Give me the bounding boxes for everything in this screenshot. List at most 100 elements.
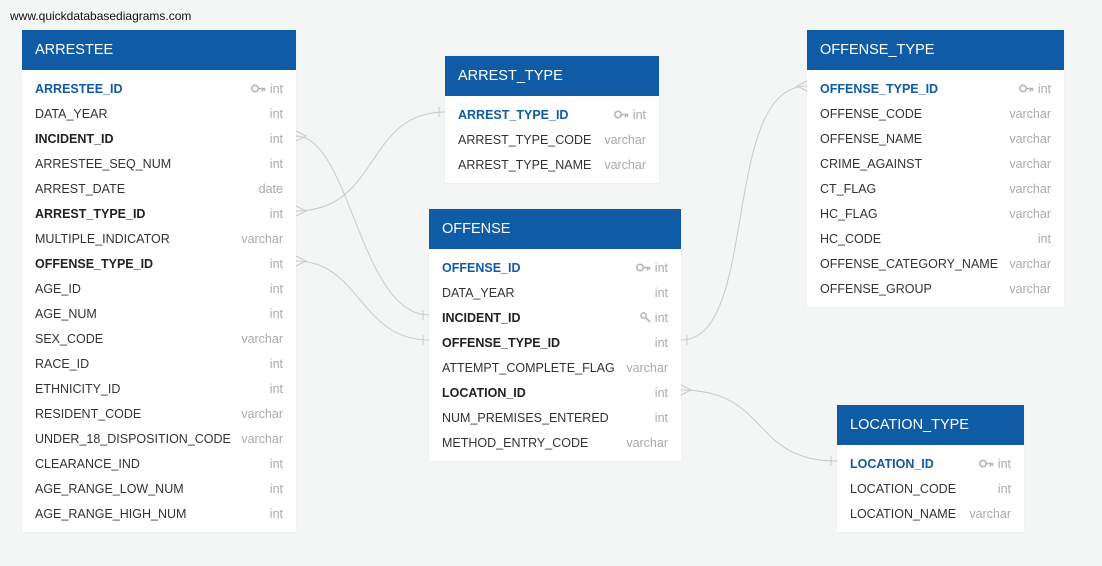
field-type: int	[998, 482, 1011, 496]
table-header[interactable]: OFFENSE	[429, 209, 681, 249]
field-type: varchar	[1009, 257, 1051, 271]
site-watermark[interactable]: www.quickdatabasediagrams.com	[10, 9, 192, 23]
field-name: OFFENSE_CODE	[820, 106, 923, 121]
key-icon	[978, 459, 994, 468]
field-type: int	[1018, 82, 1051, 96]
field-name: DATA_YEAR	[35, 106, 108, 121]
field-name: OFFENSE_NAME	[820, 131, 923, 146]
field-name: NUM_PREMISES_ENTERED	[442, 410, 609, 425]
field-type-label: varchar	[241, 331, 283, 346]
table-header[interactable]: ARREST_TYPE	[445, 56, 659, 96]
field-type: varchar	[1009, 207, 1051, 221]
field-type-label: int	[632, 107, 646, 122]
field-type: varchar	[1009, 107, 1051, 121]
field-type: int	[613, 107, 646, 122]
field-type: int	[270, 357, 283, 371]
field-type-label: int	[269, 281, 283, 296]
field-row[interactable]: ARREST_DATE date	[22, 176, 296, 201]
field-name: LOCATION_CODE	[850, 481, 957, 496]
field-type-label: int	[654, 310, 668, 325]
table-header[interactable]: LOCATION_TYPE	[837, 405, 1024, 445]
field-type-label: int	[269, 381, 283, 396]
field-type-label: int	[1037, 231, 1051, 246]
field-name: RACE_ID	[35, 356, 90, 371]
field-name: ETHNICITY_ID	[35, 381, 121, 396]
field-name: DATA_YEAR	[442, 285, 515, 300]
field-name: METHOD_ENTRY_CODE	[442, 435, 589, 450]
field-row[interactable]: DATA_YEAR int	[429, 280, 681, 305]
field-type-label: varchar	[604, 157, 646, 172]
field-type-label: varchar	[241, 231, 283, 246]
field-name: OFFENSE_TYPE_ID	[442, 335, 561, 350]
field-type: varchar	[1009, 157, 1051, 171]
field-type-label: date	[258, 181, 283, 196]
field-type: varchar	[241, 432, 283, 446]
field-type-label: varchar	[241, 406, 283, 421]
field-row[interactable]: ETHNICITY_ID int	[22, 376, 296, 401]
field-row[interactable]: ARREST_TYPE_NAME varchar	[445, 152, 659, 177]
field-type: varchar	[241, 332, 283, 346]
field-type: varchar	[1009, 282, 1051, 296]
field-type-label: int	[269, 81, 283, 96]
field-name: ARREST_TYPE_NAME	[458, 157, 592, 172]
field-type: varchar	[626, 361, 668, 375]
field-type: int	[655, 286, 668, 300]
field-type: int	[639, 310, 668, 325]
field-name: ARREST_DATE	[35, 181, 126, 196]
field-type: varchar	[241, 232, 283, 246]
field-row[interactable]: OFFENSE_CODE varchar	[807, 101, 1064, 126]
field-type-label: int	[269, 456, 283, 471]
table-header[interactable]: OFFENSE_TYPE	[807, 30, 1064, 70]
field-row[interactable]: LOCATION_CODE int	[837, 476, 1024, 501]
field-type-label: int	[269, 506, 283, 521]
link-arrest-type	[295, 111, 446, 212]
table-header[interactable]: ARRESTEE	[22, 30, 296, 70]
field-name: OFFENSE_TYPE_ID	[35, 256, 154, 271]
field-type-label: varchar	[1009, 206, 1051, 221]
field-name: AGE_NUM	[35, 306, 97, 321]
field-row[interactable]: RACE_ID int	[22, 351, 296, 376]
field-type-label: int	[654, 285, 668, 300]
field-name: CT_FLAG	[820, 181, 877, 196]
